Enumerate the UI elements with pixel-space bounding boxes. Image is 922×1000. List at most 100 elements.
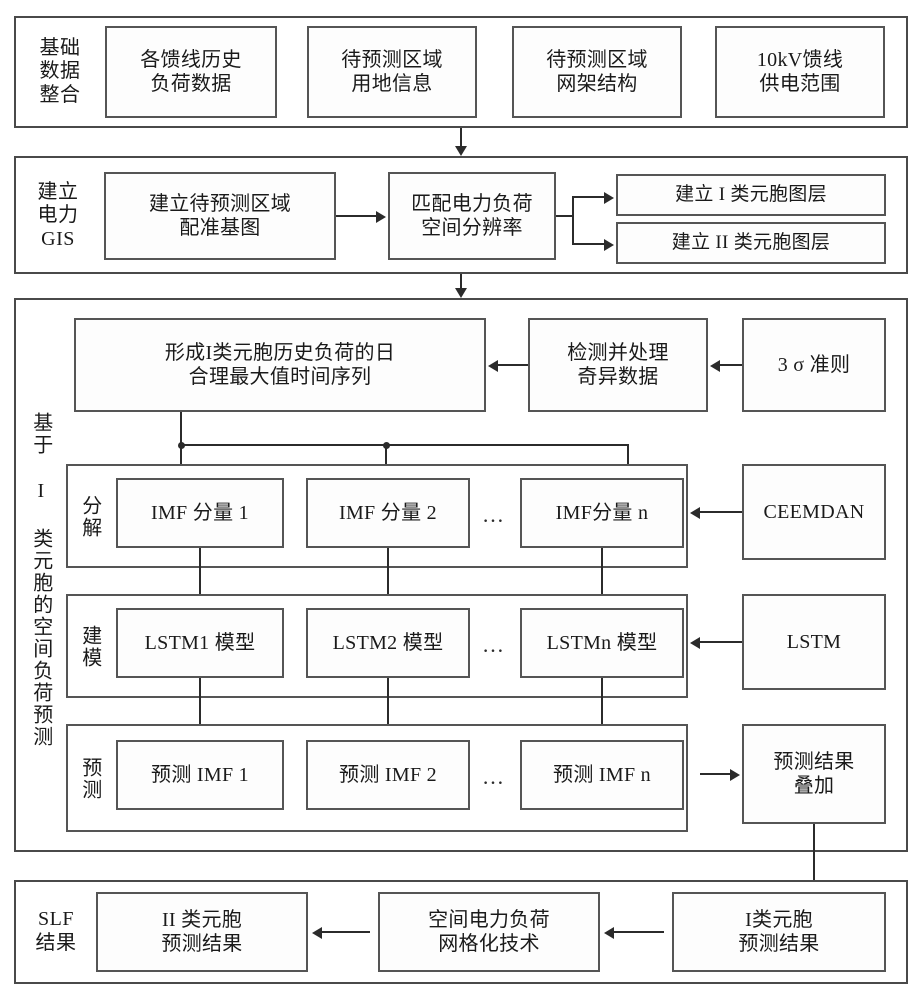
label-line: GIS — [41, 227, 75, 250]
ellipsis-text: … — [482, 632, 506, 657]
label-text: 基于 I 类元胞的空间负荷预测 — [29, 412, 52, 748]
box-imf-2[interactable]: IMF 分量 2 — [306, 478, 470, 548]
box-line: 空间分辨率 — [421, 217, 523, 239]
arrowhead-lstm-lstmn — [690, 637, 700, 649]
box-cell-layer-2[interactable]: 建立 II 类元胞图层 — [616, 222, 886, 264]
arrowhead-sigma-outlier — [710, 360, 720, 372]
connector-imfn-lstmn — [601, 548, 603, 598]
box-line: CEEMDAN — [763, 500, 865, 523]
label-line: 建立 — [37, 180, 79, 203]
box-line: 空间电力负荷 — [428, 908, 550, 931]
box-line: LSTM1 模型 — [144, 631, 256, 654]
box-line: 匹配电力负荷 — [411, 192, 533, 215]
box-three-sigma[interactable]: 3 σ 准则 — [742, 318, 886, 412]
box-line: 建立 I 类元胞图层 — [675, 184, 827, 206]
branch-to-imfn — [627, 444, 629, 470]
label-line: SLF — [38, 908, 74, 931]
box-match-resolution[interactable]: 匹配电力负荷 空间分辨率 — [388, 172, 556, 260]
arrowhead-predn-superpose — [730, 769, 740, 781]
connector-basemap-match — [336, 215, 376, 217]
box-superpose[interactable]: 预测结果 叠加 — [742, 724, 886, 824]
box-grid-structure[interactable]: 待预测区域 网架结构 — [512, 26, 682, 118]
box-line: II 类元胞 — [161, 908, 243, 931]
arrowhead-outlier-series — [488, 360, 498, 372]
connector-predn-superpose — [700, 773, 730, 775]
box-imf-1[interactable]: IMF 分量 1 — [116, 478, 284, 548]
box-landuse-info[interactable]: 待预测区域 用地信息 — [307, 26, 477, 118]
connector-match-layer1 — [572, 196, 604, 198]
box-line: 形成I类元胞历史负荷的日 — [164, 341, 396, 364]
box-line: 预测 IMF n — [553, 763, 651, 786]
box-pred-imf-2[interactable]: 预测 IMF 2 — [306, 740, 470, 810]
branch-to-imf1 — [180, 444, 182, 470]
row-label-modeling: 建模 — [74, 608, 104, 686]
box-line: LSTM2 模型 — [332, 631, 444, 654]
section-label-data-integration: 基础 数据 整合 — [22, 26, 98, 118]
box-line: IMF分量 n — [555, 501, 649, 524]
arrowhead-ceemdan-imfn — [690, 507, 700, 519]
box-lstm-2[interactable]: LSTM2 模型 — [306, 608, 470, 678]
box-cell-layer-1[interactable]: 建立 I 类元胞图层 — [616, 174, 886, 216]
box-lstm-1[interactable]: LSTM1 模型 — [116, 608, 284, 678]
box-line: 各馈线历史 — [140, 48, 242, 71]
box-line: 合理最大值时间序列 — [188, 366, 372, 388]
box-outlier-handling[interactable]: 检测并处理 奇异数据 — [528, 318, 708, 412]
connector-imf2-lstm2 — [387, 548, 389, 598]
ellipsis-modeling: … — [482, 634, 506, 656]
ellipsis-decompose: … — [482, 504, 506, 526]
connector-ceemdan-imfn — [700, 511, 742, 513]
box-lstm-n[interactable]: LSTMn 模型 — [520, 608, 684, 678]
box-line: LSTMn 模型 — [546, 631, 658, 654]
box-pred-imf-n[interactable]: 预测 IMF n — [520, 740, 684, 810]
connector-s2-s3 — [460, 274, 462, 288]
box-line: 奇异数据 — [577, 366, 659, 388]
connector-match-branch-vert — [572, 196, 574, 244]
connector-s1-s2 — [460, 128, 462, 146]
box-lstm-method[interactable]: LSTM — [742, 594, 886, 690]
box-line: 待预测区域 — [546, 48, 648, 71]
label-line: 结果 — [35, 932, 77, 954]
connector-sigma-outlier — [720, 364, 742, 366]
box-feeder-range[interactable]: 10kV馈线 供电范围 — [715, 26, 885, 118]
connector-match-layer2 — [572, 243, 604, 245]
box-ceemdan[interactable]: CEEMDAN — [742, 464, 886, 560]
box-daily-max-series[interactable]: 形成I类元胞历史负荷的日 合理最大值时间序列 — [74, 318, 486, 412]
box-line: 网架结构 — [556, 73, 638, 95]
arrowhead-class1-gridding — [604, 927, 614, 939]
arrowhead-s2-s3 — [455, 288, 467, 298]
ellipsis-forecast: … — [482, 766, 506, 788]
label-line: 电力 — [37, 204, 79, 227]
connector-match-out — [556, 215, 574, 217]
label-line: 基础 — [39, 36, 81, 59]
box-line: 预测结果 — [161, 933, 243, 955]
box-gridding-tech[interactable]: 空间电力负荷 网格化技术 — [378, 892, 600, 972]
connector-lstmn-predn — [601, 678, 603, 728]
arrowhead-match-layer1 — [604, 192, 614, 204]
label-text: 建模 — [78, 625, 101, 669]
connector-series-bus — [180, 444, 628, 446]
section-label-slf-result: SLF 结果 — [22, 900, 90, 964]
row-label-forecast: 预测 — [74, 740, 104, 818]
box-line: LSTM — [786, 630, 842, 653]
connector-superpose-class1 — [813, 824, 815, 890]
box-base-map[interactable]: 建立待预测区域 配准基图 — [104, 172, 336, 260]
box-line: 10kV馈线 — [756, 48, 844, 71]
box-class2-result[interactable]: II 类元胞 预测结果 — [96, 892, 308, 972]
branch-to-imf2 — [385, 444, 387, 470]
box-class1-result[interactable]: I类元胞 预测结果 — [672, 892, 886, 972]
box-pred-imf-1[interactable]: 预测 IMF 1 — [116, 740, 284, 810]
box-line: 供电范围 — [759, 73, 841, 95]
box-imf-n[interactable]: IMF分量 n — [520, 478, 684, 548]
arrowhead-match-layer2 — [604, 239, 614, 251]
box-line: 预测 IMF 1 — [151, 763, 249, 786]
label-text: 分解 — [78, 495, 101, 539]
connector-outlier-series — [498, 364, 528, 366]
box-feeder-history[interactable]: 各馈线历史 负荷数据 — [105, 26, 277, 118]
box-line: 检测并处理 — [567, 341, 669, 364]
connector-imf1-lstm1 — [199, 548, 201, 598]
arrowhead-basemap-match — [376, 211, 386, 223]
section-label-forecast-core: 基于 I 类元胞的空间负荷预测 — [20, 330, 60, 830]
ellipsis-text: … — [482, 764, 506, 789]
label-line: 数据 — [39, 60, 81, 83]
